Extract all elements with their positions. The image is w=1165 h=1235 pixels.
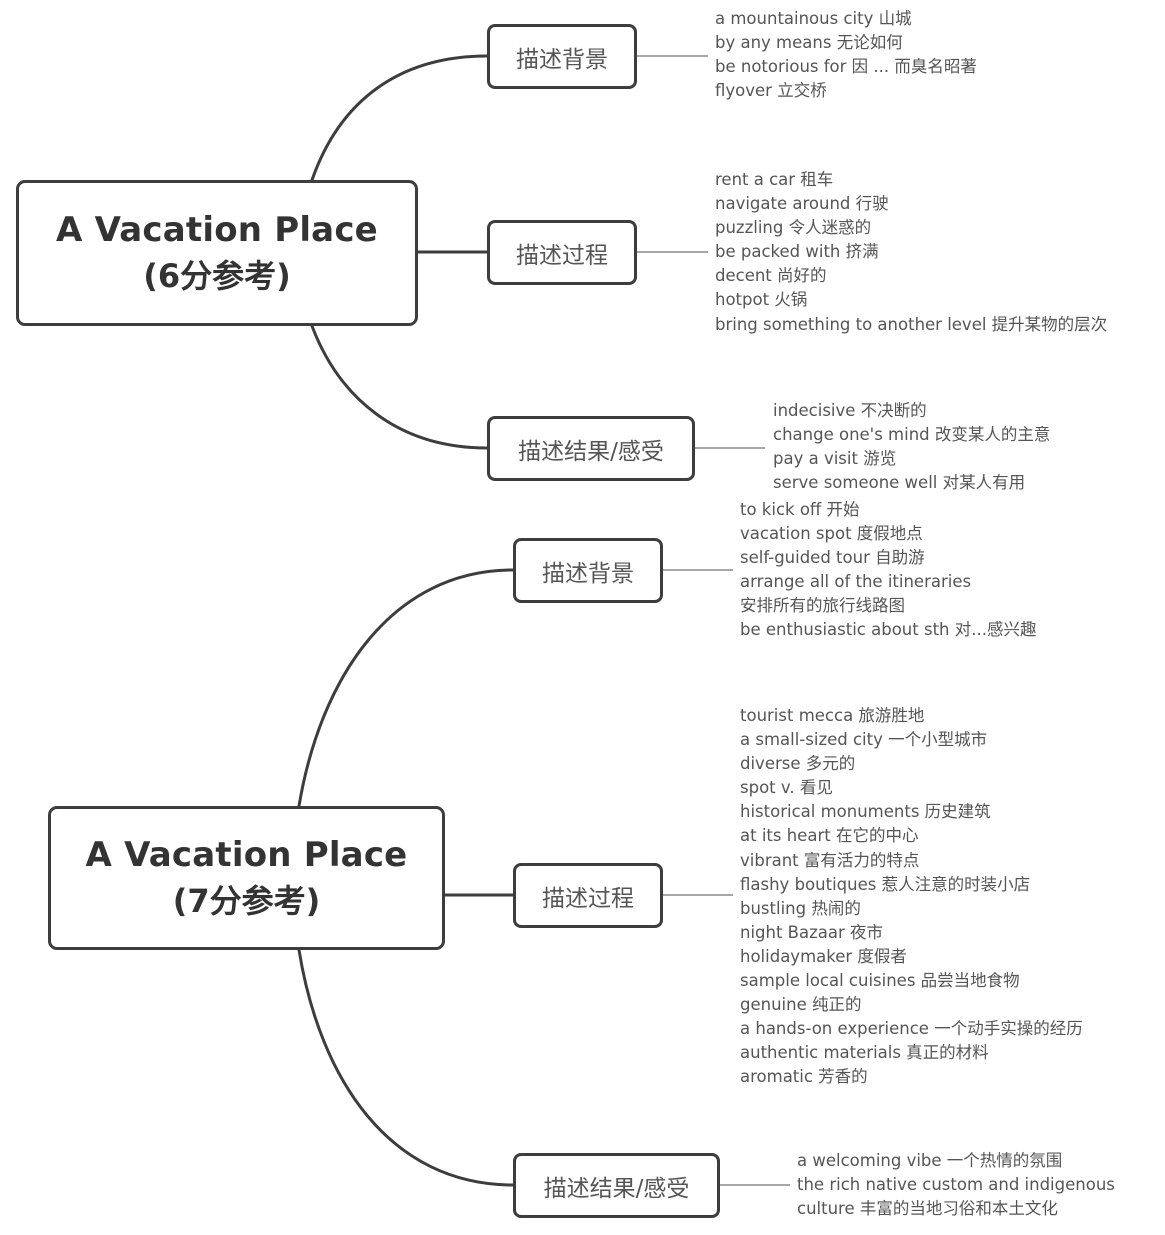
- leaf-list-process: tourist mecca 旅游胜地 a small-sized city 一个…: [740, 704, 1083, 1090]
- leaf-item: the rich native custom and indigenous: [797, 1175, 1115, 1195]
- root-title: A Vacation Place: [85, 835, 408, 875]
- leaf-item: be notorious for 因 ... 而臭名昭著: [715, 57, 977, 77]
- leaf-item: vibrant 富有活力的特点: [740, 850, 920, 870]
- leaf-item: arrange all of the itineraries: [740, 572, 972, 592]
- branch-node-background: 描述背景: [513, 538, 663, 603]
- branch-node-process: 描述过程: [513, 863, 663, 928]
- branch-label: 描述过程: [542, 885, 634, 912]
- leaf-item: a small-sized city 一个小型城市: [740, 730, 988, 750]
- leaf-item: tourist mecca 旅游胜地: [740, 706, 925, 725]
- root-title: A Vacation Place: [56, 210, 378, 250]
- leaf-item: vacation spot 度假地点: [740, 524, 923, 544]
- leaf-item: sample local cuisines 品尝当地食物: [740, 971, 1020, 991]
- leaf-list-background: to kick off 开始 vacation spot 度假地点 self-g…: [740, 498, 1036, 643]
- connector-map2-result: [297, 948, 515, 1187]
- leaf-item: aromatic 芳香的: [740, 1067, 868, 1087]
- leaf-item: a welcoming vibe 一个热情的氛围: [797, 1151, 1063, 1170]
- branch-label: 描述背景: [542, 560, 634, 587]
- leaf-item: culture 丰富的当地习俗和本土文化: [797, 1199, 1058, 1219]
- leaf-item: spot v. 看见: [740, 778, 833, 798]
- leaf-list-result: a welcoming vibe 一个热情的氛围 the rich native…: [797, 1149, 1115, 1221]
- branch-label: 描述结果/感受: [543, 1175, 690, 1202]
- leaf-list-result: indecisive 不决断的 change one's mind 改变某人的主…: [773, 399, 1050, 495]
- root-subtitle: (6分参考): [143, 257, 291, 295]
- leaf-item: serve someone well 对某人有用: [773, 473, 1026, 493]
- branch-node-background: 描述背景: [487, 24, 637, 89]
- leaf-item: a mountainous city 山城: [715, 9, 912, 28]
- leaf-item: night Bazaar 夜市: [740, 922, 884, 942]
- leaf-item: flashy boutiques 惹人注意的时装小店: [740, 874, 1031, 894]
- connector-map1-result: [310, 324, 489, 450]
- leaf-list-background: a mountainous city 山城 by any means 无论如何 …: [715, 7, 977, 103]
- leaf-item: bring something to another level 提升某物的层次: [715, 314, 1108, 334]
- leaf-item: genuine 纯正的: [740, 995, 862, 1015]
- leaf-item: pay a visit 游览: [773, 449, 897, 469]
- leaf-item: diverse 多元的: [740, 754, 856, 774]
- leaf-item: authentic materials 真正的材料: [740, 1043, 989, 1063]
- leaf-item: bustling 热闹的: [740, 898, 861, 918]
- leaf-item: rent a car 租车: [715, 170, 834, 189]
- root-subtitle: (7分参考): [172, 882, 321, 920]
- branch-node-result: 描述结果/感受: [513, 1153, 720, 1218]
- branch-node-process: 描述过程: [487, 220, 637, 285]
- leaf-item: historical monuments 历史建筑: [740, 802, 991, 822]
- branch-label: 描述结果/感受: [518, 438, 664, 465]
- leaf-item: flyover 立交桥: [715, 81, 827, 101]
- leaf-item: holidaymaker 度假者: [740, 946, 907, 966]
- branch-node-result: 描述结果/感受: [487, 416, 695, 481]
- leaf-item: self-guided tour 自助游: [740, 548, 925, 568]
- connector-map1-background: [310, 54, 489, 182]
- leaf-item: hotpot 火锅: [715, 290, 808, 310]
- leaf-item: change one's mind 改变某人的主意: [773, 425, 1051, 445]
- leaf-item: 安排所有的旅行线路图: [740, 596, 905, 616]
- leaf-item: be packed with 挤满: [715, 242, 879, 262]
- branch-label: 描述背景: [516, 46, 608, 73]
- leaf-item: navigate around 行驶: [715, 194, 889, 214]
- leaf-item: a hands-on experience 一个动手实操的经历: [740, 1019, 1083, 1039]
- leaf-item: at its heart 在它的中心: [740, 826, 919, 846]
- leaf-item: decent 尚好的: [715, 266, 827, 286]
- root-node-7-score: A Vacation Place (7分参考): [48, 806, 445, 950]
- leaf-item: be enthusiastic about sth 对...感兴趣: [740, 620, 1037, 640]
- leaf-list-process: rent a car 租车 navigate around 行驶 puzzlin…: [715, 168, 1107, 337]
- branch-label: 描述过程: [516, 242, 608, 269]
- leaf-item: to kick off 开始: [740, 500, 860, 519]
- leaf-item: puzzling 令人迷惑的: [715, 218, 872, 238]
- leaf-item: indecisive 不决断的: [773, 401, 927, 420]
- leaf-item: by any means 无论如何: [715, 33, 903, 53]
- connector-map2-background: [297, 568, 515, 808]
- root-node-6-score: A Vacation Place (6分参考): [16, 180, 418, 326]
